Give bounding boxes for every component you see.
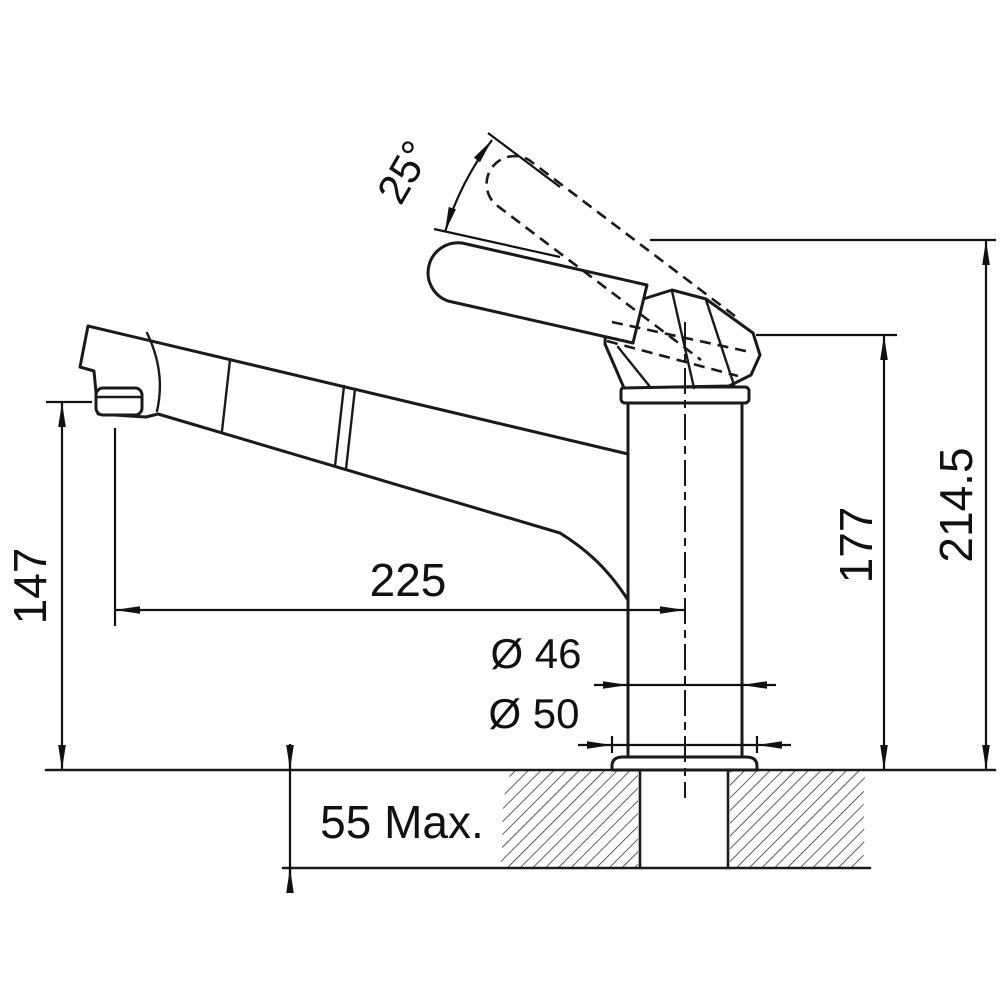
countertop-section xyxy=(44,768,997,870)
dim-label-147: 147 xyxy=(4,548,56,625)
dim-label-dia46: Ø 46 xyxy=(490,630,581,677)
spout-joint-line-1 xyxy=(333,384,346,468)
angle-arc xyxy=(443,139,493,233)
faucet-outline xyxy=(78,241,762,772)
dimension-55-max: 55 Max. xyxy=(286,744,484,893)
joint-facet-line-2 xyxy=(670,289,696,390)
dimension-147: 147 xyxy=(4,400,92,770)
phantom-joint-line-1 xyxy=(611,320,751,354)
angle-extension-line-1 xyxy=(433,227,561,259)
spray-head-cap-line xyxy=(145,331,162,413)
dimension-handle-angle: 25° xyxy=(368,132,561,259)
dim-label-177: 177 xyxy=(830,507,882,584)
aerator-nozzle xyxy=(94,386,144,417)
dim-label-dia50: Ø 50 xyxy=(488,690,579,737)
joint-facet-line-3 xyxy=(704,298,736,387)
dim-label-225: 225 xyxy=(370,554,447,606)
spray-head-joint-line xyxy=(220,358,232,433)
dimension-dia-50: Ø 50 xyxy=(488,690,791,753)
base-flange xyxy=(610,755,759,772)
lever-handle xyxy=(426,241,649,345)
joint-facet-line-1 xyxy=(616,345,653,390)
phantom-joint-line-2 xyxy=(606,339,739,378)
dim-label-55max: 55 Max. xyxy=(320,796,484,848)
angle-extension-line-2 xyxy=(487,132,561,188)
dimension-dia-46: Ø 46 xyxy=(490,630,776,689)
dim-label-angle: 25° xyxy=(368,133,440,212)
dimension-177: 177 xyxy=(756,333,897,770)
spout xyxy=(78,324,630,602)
spout-joint-line-2 xyxy=(344,387,357,471)
countertop-hatch-left xyxy=(500,770,638,868)
dimension-225: 225 xyxy=(113,428,685,626)
dimension-214-5: 214.5 xyxy=(650,238,996,770)
dim-label-2145: 214.5 xyxy=(930,447,982,562)
countertop-hatch-right xyxy=(730,770,866,868)
